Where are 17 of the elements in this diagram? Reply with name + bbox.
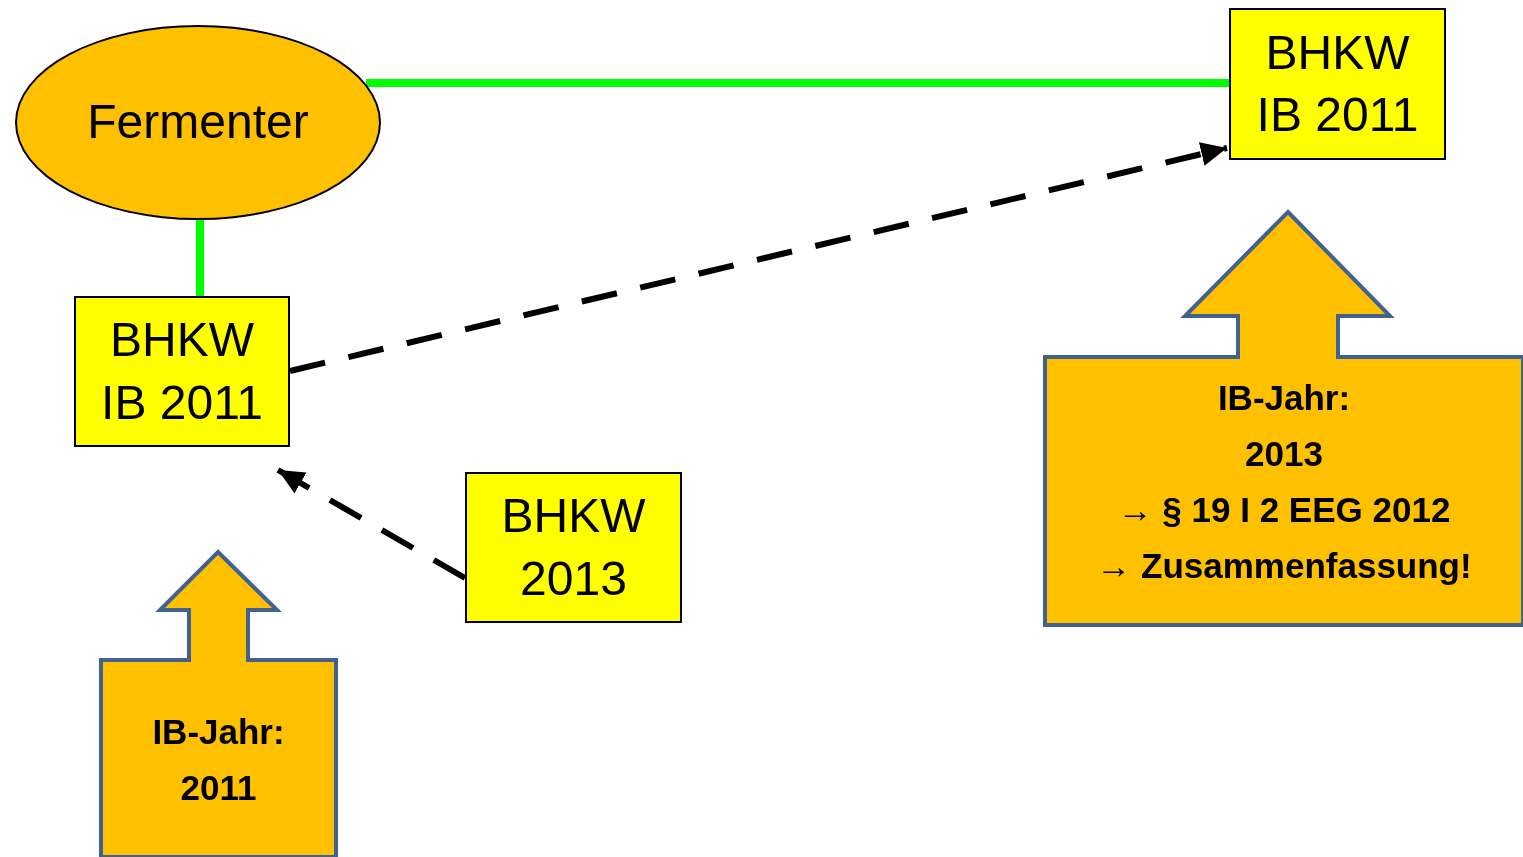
- block-arrow-callout: [1045, 212, 1523, 625]
- callout-text: IB-Jahr: 2013: [1216, 377, 1352, 475]
- node-label: BHKW 2013: [500, 488, 647, 607]
- process-box: [1229, 8, 1446, 160]
- callout-text: → § 19 I 2 EEG 2012: [1117, 489, 1451, 531]
- callout-text: → Zusammenfassung!: [1096, 545, 1472, 587]
- node-label: BHKW IB 2011: [100, 312, 264, 431]
- node-label: Fermenter: [86, 94, 310, 151]
- connector-line: [196, 220, 204, 296]
- arrow: [276, 467, 467, 581]
- process-box: [74, 296, 290, 447]
- arrow: [289, 142, 1228, 374]
- connector-line: [366, 79, 1229, 87]
- block-arrow-callout: [101, 552, 336, 857]
- process-box: [465, 472, 682, 623]
- callout-text: IB-Jahr: 2011: [151, 711, 286, 809]
- node-label: BHKW IB 2011: [1255, 24, 1420, 143]
